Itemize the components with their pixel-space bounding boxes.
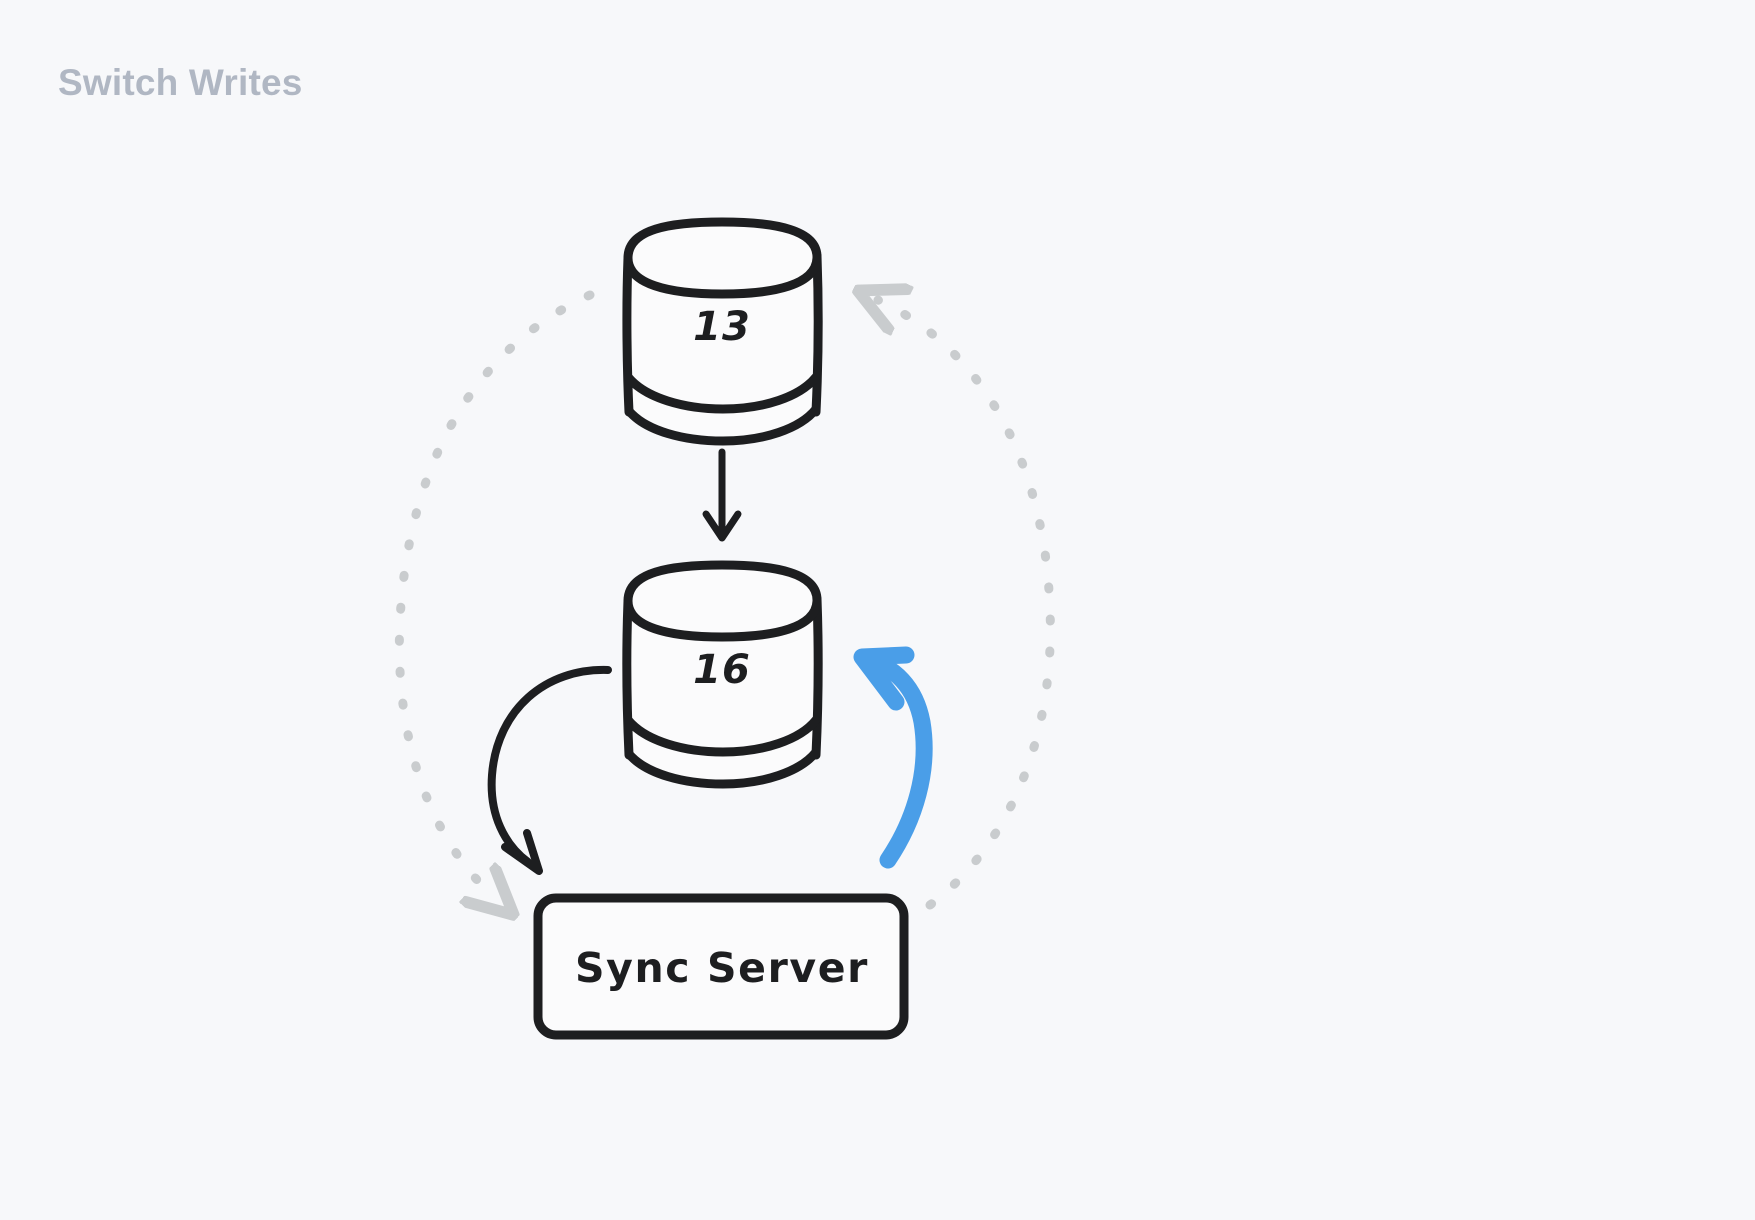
- node-db-bottom[interactable]: 16: [622, 560, 823, 789]
- db-top-label: 13: [693, 304, 751, 350]
- edge-write-to-sync-server: [487, 665, 612, 875]
- sync-server-label: Sync Server: [575, 944, 869, 992]
- db-bottom-label: 16: [693, 647, 751, 693]
- edge-replicate-down: [702, 448, 742, 542]
- page-title: Switch Writes: [58, 62, 303, 103]
- edge-sync-server-writes-back: [853, 646, 933, 869]
- node-db-top[interactable]: 13: [622, 217, 823, 446]
- dashed-left-loop: [394, 290, 595, 900]
- dashed-right-loop: [878, 300, 1055, 910]
- node-sync-server[interactable]: Sync Server: [533, 893, 909, 1040]
